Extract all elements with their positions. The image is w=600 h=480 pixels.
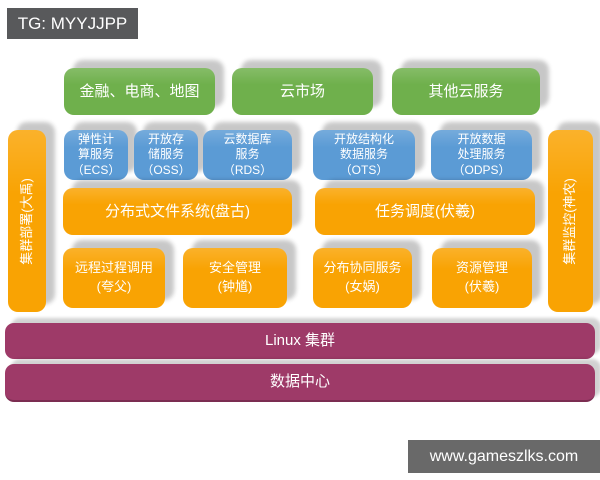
site-watermark-label: www.gameszlks.com — [429, 447, 579, 465]
bar-dayu-deployment: 集群部署(大禹) — [8, 130, 46, 312]
box-pangu-filesystem: 分布式文件系统(盘古) — [63, 188, 292, 235]
box-fuxi-resource-label: 资源管理 (伏羲) — [455, 260, 508, 294]
tg-watermark-label: TG: MYYJJPP — [17, 13, 128, 33]
box-ecs-label: 弹性计 算服务 （ECS） — [71, 131, 121, 177]
box-ots: 开放结构化 数据服务 （OTS） — [313, 130, 415, 180]
box-fuxi-resource: 资源管理 (伏羲) — [432, 248, 532, 308]
box-rds-label: 云数据库 服务 （RDS） — [222, 131, 273, 177]
box-other-cloud-services-label: 其他云服务 — [428, 82, 504, 100]
box-fuxi-scheduler-label: 任务调度(伏羲) — [375, 202, 475, 220]
box-kuafu-rpc-label: 远程过程调用 (夸父) — [74, 260, 153, 294]
bar-linux-cluster: Linux 集群 — [5, 323, 595, 359]
box-ecs: 弹性计 算服务 （ECS） — [64, 130, 128, 180]
box-oss-label: 开放存 储服务 （OSS） — [141, 131, 191, 177]
bar-dayu-deployment-label: 集群部署(大禹) — [18, 177, 34, 265]
box-nuwa-coordination-label: 分布协同服务 (女娲) — [323, 260, 402, 294]
box-odps-label: 开放数据 处理服务 （ODPS） — [452, 131, 511, 177]
site-watermark-badge: www.gameszlks.com — [408, 440, 600, 473]
tg-watermark-badge: TG: MYYJJPP — [7, 8, 138, 39]
box-finance-ecommerce-map-label: 金融、电商、地图 — [79, 82, 200, 100]
box-pangu-filesystem-label: 分布式文件系统(盘古) — [105, 202, 250, 220]
box-oss: 开放存 储服务 （OSS） — [134, 130, 198, 180]
box-finance-ecommerce-map: 金融、电商、地图 — [64, 68, 215, 115]
bar-linux-cluster-label: Linux 集群 — [264, 332, 336, 350]
box-fuxi-scheduler: 任务调度(伏羲) — [315, 188, 535, 235]
box-nuwa-coordination: 分布协同服务 (女娲) — [313, 248, 412, 308]
box-zhongkui-security-label: 安全管理 (钟馗) — [208, 260, 261, 294]
box-cloud-market-label: 云市场 — [279, 82, 325, 100]
box-zhongkui-security: 安全管理 (钟馗) — [183, 248, 287, 308]
bar-data-center-label: 数据中心 — [269, 373, 330, 391]
bar-shennong-monitoring-label: 集群监控(神农) — [562, 177, 578, 265]
box-cloud-market: 云市场 — [232, 68, 373, 115]
box-ots-label: 开放结构化 数据服务 （OTS） — [333, 131, 394, 177]
box-other-cloud-services: 其他云服务 — [392, 68, 540, 115]
bar-shennong-monitoring: 集群监控(神农) — [548, 130, 593, 312]
box-odps: 开放数据 处理服务 （ODPS） — [431, 130, 532, 180]
bar-data-center: 数据中心 — [5, 364, 595, 402]
box-kuafu-rpc: 远程过程调用 (夸父) — [63, 248, 165, 308]
box-rds: 云数据库 服务 （RDS） — [203, 130, 292, 180]
